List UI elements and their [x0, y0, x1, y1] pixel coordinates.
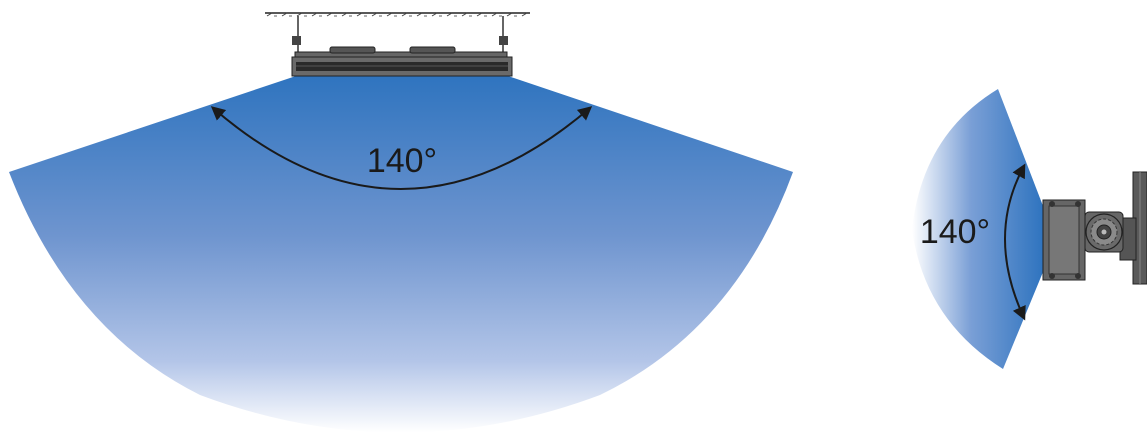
side-angle-arrow	[1004, 163, 1026, 321]
front-angle-arrow	[210, 106, 593, 190]
front-beam-area	[9, 76, 793, 433]
ceiling-hatch	[265, 12, 530, 17]
side-beam-area	[912, 89, 1043, 369]
wall-heater-side	[1042, 199, 1123, 281]
front-view: 140°	[9, 12, 793, 433]
side-angle-label: 140°	[920, 213, 990, 251]
front-angle-label: 140°	[367, 142, 437, 180]
side-view: 140°	[912, 89, 1147, 369]
ceiling-heater	[291, 16, 513, 77]
